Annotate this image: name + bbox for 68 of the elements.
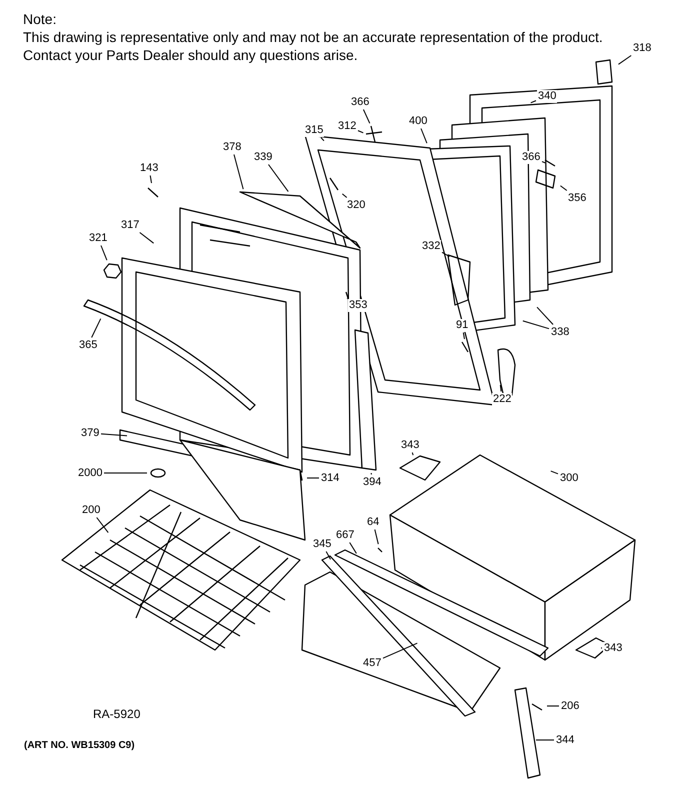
callout-number: 318 xyxy=(632,42,652,54)
leader-line xyxy=(530,100,536,104)
leader-line xyxy=(150,175,152,184)
leader-line xyxy=(382,642,418,659)
callout-number: 314 xyxy=(320,472,340,484)
leader-line xyxy=(234,154,244,190)
note-heading: Note: xyxy=(23,11,56,27)
callout-number: 366 xyxy=(521,150,542,164)
callout-number: 64 xyxy=(366,516,380,528)
art-number: (ART NO. WB15309 C9) xyxy=(24,740,135,751)
callout-number: 312 xyxy=(337,120,358,132)
callout-number: 222 xyxy=(492,392,512,406)
leader-line xyxy=(412,452,414,456)
callout-number: 206 xyxy=(560,700,580,712)
leader-line xyxy=(268,164,289,192)
callout-number: 321 xyxy=(88,232,108,244)
leader-line xyxy=(550,470,558,474)
callout-number: 339 xyxy=(253,150,274,164)
leader-line xyxy=(462,332,465,340)
callout-number: 394 xyxy=(362,476,382,488)
leader-line xyxy=(618,55,632,65)
leader-line xyxy=(358,130,364,134)
note-text: This drawing is representative only and may not be an accurate representation of the product. xyxy=(23,29,603,45)
leader-line xyxy=(349,542,357,554)
leader-line xyxy=(320,137,324,142)
leader-line xyxy=(500,384,502,392)
leader-line xyxy=(96,517,109,534)
callout-number: 345 xyxy=(312,538,332,550)
leader-line xyxy=(342,193,348,198)
note-text: Contact your Parts Dealer should any questions arise. xyxy=(23,47,358,63)
callout-number: 344 xyxy=(555,734,576,746)
callout-number: 356 xyxy=(567,192,588,204)
leader-line xyxy=(560,185,568,191)
leader-line xyxy=(100,245,108,261)
leader-line xyxy=(542,161,546,164)
callout-number: 343 xyxy=(603,642,624,654)
callout-number: 343 xyxy=(400,438,420,452)
callout-number: 400 xyxy=(408,114,428,128)
callout-number: 332 xyxy=(421,240,442,252)
callout-number: 320 xyxy=(346,198,366,212)
leader-line xyxy=(91,318,102,338)
callout-number: 379 xyxy=(80,426,100,440)
callout-number: 366 xyxy=(350,96,370,108)
callout-number: 200 xyxy=(81,504,102,516)
leader-line xyxy=(362,109,370,124)
callout-number: 315 xyxy=(304,124,324,136)
leader-line xyxy=(442,252,450,257)
drawing-number: RA-5920 xyxy=(93,707,140,721)
callout-number: 91 xyxy=(455,318,470,332)
callout-number: 340 xyxy=(537,90,558,102)
leader-line xyxy=(104,472,148,474)
callout-number: 378 xyxy=(222,140,242,154)
leader-line xyxy=(326,551,332,560)
callout-number: 353 xyxy=(348,298,368,312)
leader-line xyxy=(522,320,550,330)
leader-line xyxy=(100,433,128,436)
callout-number: 300 xyxy=(559,472,580,484)
callout-number: 143 xyxy=(139,162,160,174)
callout-number: 317 xyxy=(120,218,140,232)
callout-number: 338 xyxy=(550,326,570,338)
callout-number: 667 xyxy=(335,528,356,542)
callout-number: 457 xyxy=(362,656,382,670)
leader-line xyxy=(420,128,428,144)
leader-line xyxy=(374,529,379,545)
leader-line xyxy=(139,232,154,244)
leader-line xyxy=(536,306,554,325)
callout-number: 365 xyxy=(78,338,98,352)
callout-number: 2000 xyxy=(77,466,104,480)
